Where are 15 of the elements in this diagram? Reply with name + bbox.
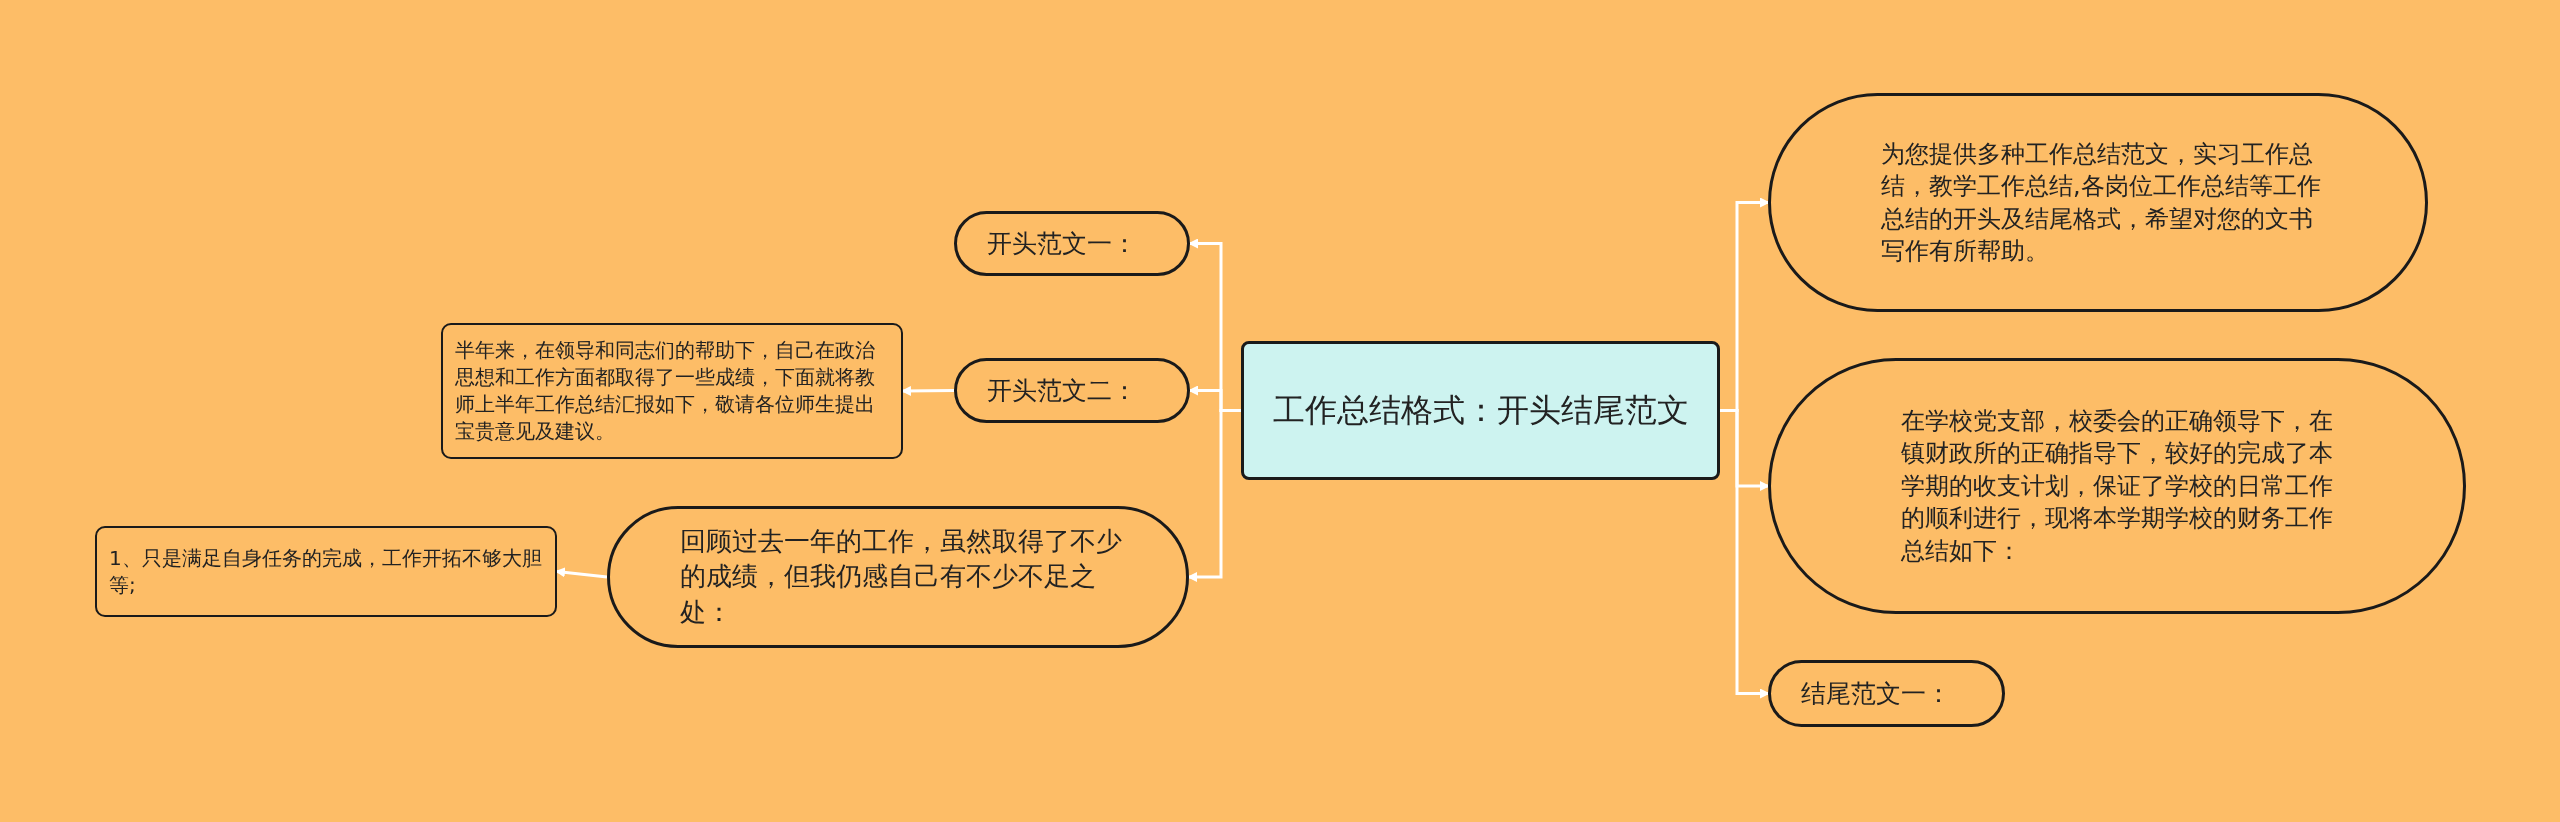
topic-title: 工作总结格式：开头结尾范文	[1272, 389, 1689, 431]
connector-arrow	[901, 385, 954, 396]
topic-box	[1241, 341, 1720, 480]
connector-arrow	[1720, 409, 1770, 699]
subtopic-text: 为您提供多种工作总结范文，实习工作总结，教学工作总结,各岗位工作总结等工作总结的开头及结尾格式，希望对您的文书写作有所帮助。	[1881, 138, 2322, 267]
subtopic-label: 结尾范文一：	[1801, 677, 1951, 710]
note-text: 半年来，在领导和同志们的帮助下，自己在政治思想和工作方面都取得了一些成绩，下面就将教师上半年工作总结汇报如下，敬请各位师生提出宝贵意见及建议。	[455, 337, 876, 445]
subtopic-text: 回顾过去一年的工作，虽然取得了不少的成绩，但我仍感自己有不少不足之处：	[680, 525, 1123, 629]
subtopic-text: 在学校党支部，校委会的正确领导下，在镇财政所的正确指导下，较好的完成了本学期的收支计划，保证了学校的日常工作的顺利进行，现将本学期学校的财务工作总结如下：	[1901, 406, 2334, 567]
connector-arrow	[555, 567, 608, 579]
subtopic-label: 开头范文一：	[987, 227, 1137, 260]
note-box	[95, 526, 557, 617]
subtopic-label: 开头范文二：	[987, 374, 1137, 407]
note-box	[441, 323, 903, 459]
note-text: 1、只是满足自身任务的完成，工作开拓不够大胆等;	[109, 544, 543, 599]
